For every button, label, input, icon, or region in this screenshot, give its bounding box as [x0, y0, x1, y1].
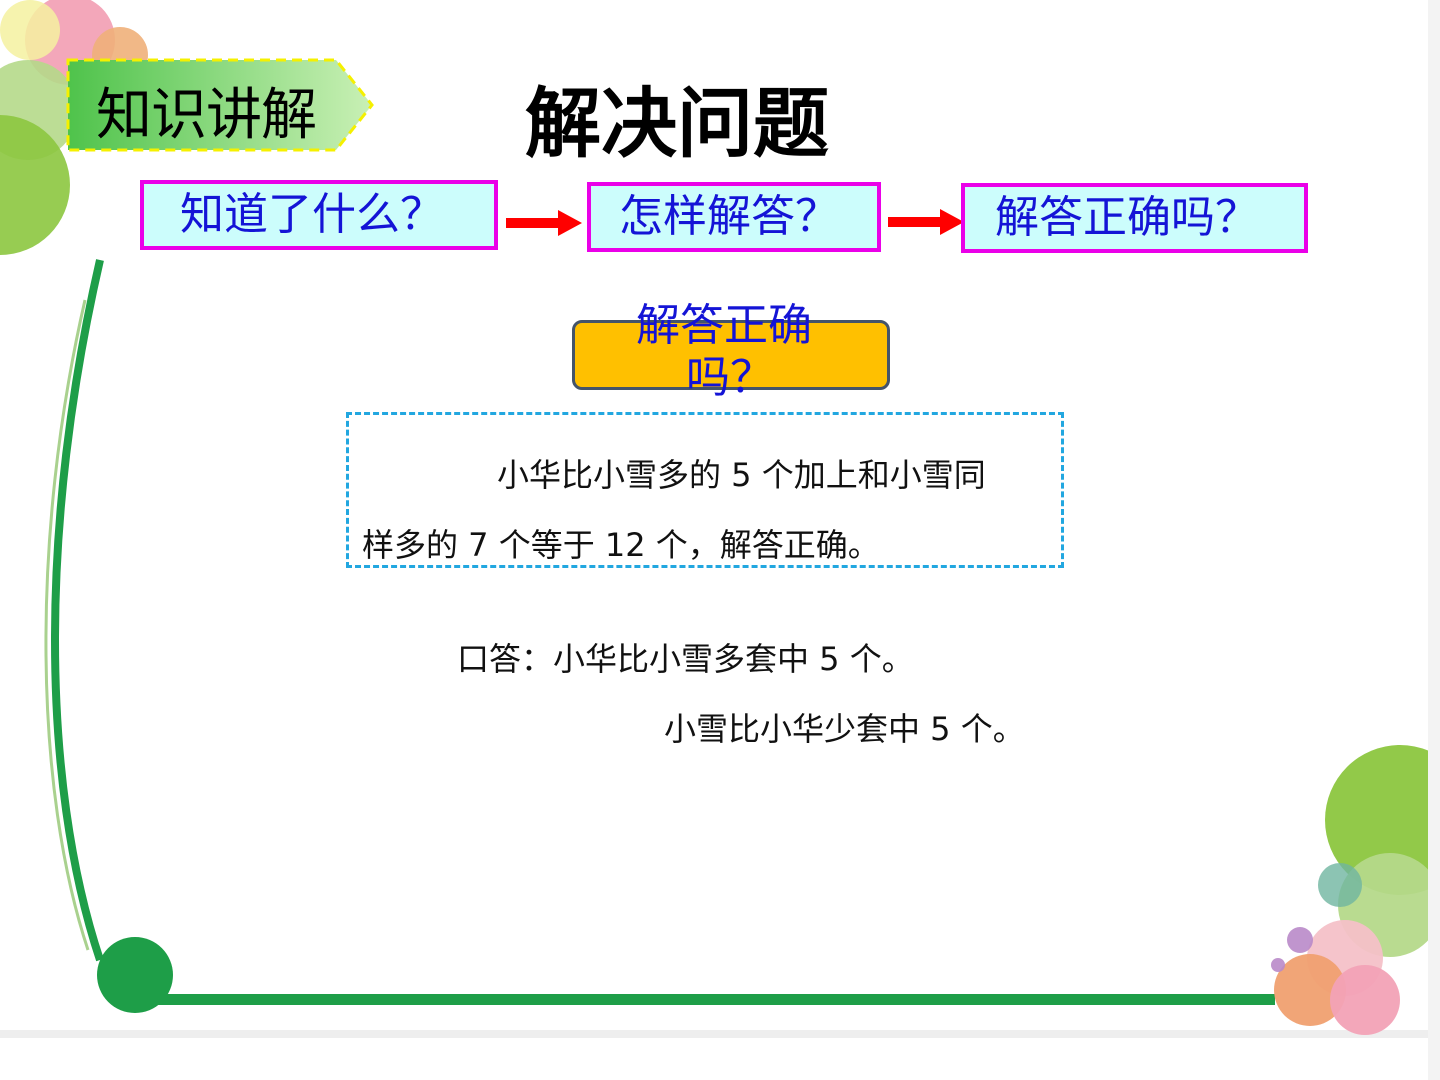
- section-tag-label: 知识讲解: [96, 83, 317, 148]
- current-step-line-1: 解答正确: [636, 300, 812, 351]
- check-box: [346, 412, 1064, 568]
- page-title: 解决问题: [525, 79, 829, 168]
- step-what-known: 知道了什么？: [140, 180, 498, 250]
- arrow-right-icon: [888, 209, 964, 235]
- current-step-line-2: 吗？: [686, 352, 774, 403]
- answer-line-1: 口答：小华比小雪多套中 5 个。: [457, 640, 914, 678]
- step-answer-correct: 解答正确吗？: [961, 183, 1308, 253]
- arrow-right-icon: [506, 210, 582, 236]
- check-line-1: 小华比小雪多的 5 个加上和小雪同: [497, 456, 986, 494]
- step-how-answer: 怎样解答？: [587, 182, 881, 252]
- check-line-2: 样多的 7 个等于 12 个，解答正确。: [362, 526, 880, 564]
- answer-line-2: 小雪比小华少套中 5 个。: [664, 710, 1025, 748]
- current-step-label: 解答正确 吗？: [636, 300, 836, 404]
- current-step-button: [572, 320, 890, 390]
- section-tag-shape: [66, 58, 374, 152]
